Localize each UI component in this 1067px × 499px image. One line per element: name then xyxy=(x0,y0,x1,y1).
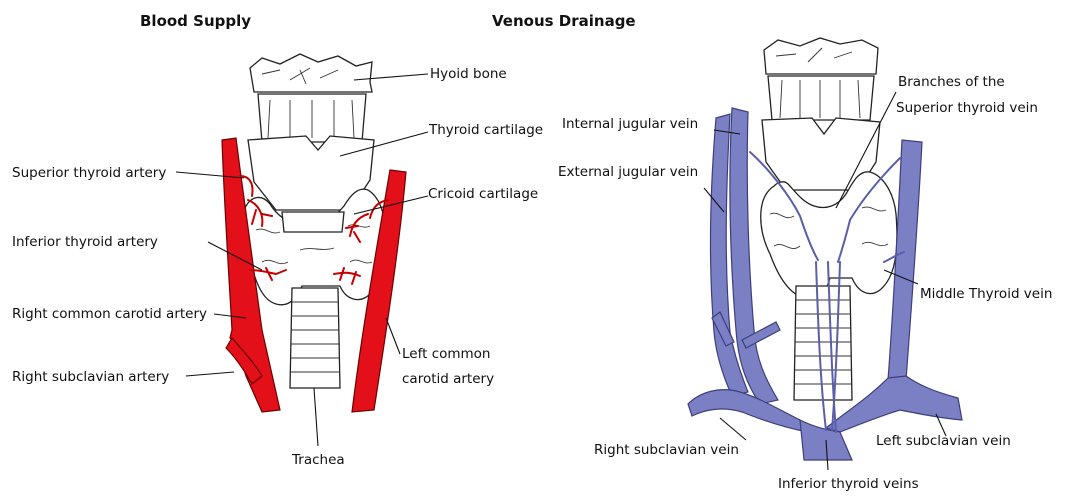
label-middle-thyroid-vein: Middle Thyroid vein xyxy=(920,286,1052,302)
label-right-common-carotid-artery: Right common carotid artery xyxy=(12,306,207,322)
label-trachea: Trachea xyxy=(291,452,345,468)
label-hyoid-bone: Hyoid bone xyxy=(430,66,507,82)
trachea-right xyxy=(794,286,852,400)
label-right-subclavian-vein: Right subclavian vein xyxy=(594,442,739,458)
label-branches-line2: Superior thyroid vein xyxy=(896,100,1038,116)
label-branches-line1: Branches of the xyxy=(898,74,1005,90)
label-internal-jugular-vein: Internal jugular vein xyxy=(562,116,698,132)
label-superior-thyroid-artery: Superior thyroid artery xyxy=(12,165,166,181)
cricoid-cartilage xyxy=(282,212,344,232)
right-subclavian-vein xyxy=(688,390,808,432)
label-external-jugular-vein: External jugular vein xyxy=(558,164,698,180)
label-left-common-carotid-artery-line1: Left common xyxy=(402,346,491,362)
label-right-subclavian-artery: Right subclavian artery xyxy=(12,369,169,385)
hyoid-bone-right xyxy=(764,38,878,74)
label-inferior-thyroid-artery: Inferior thyroid artery xyxy=(12,234,158,250)
label-cricoid-cartilage: Cricoid cartilage xyxy=(428,186,538,202)
blood-supply-diagram: Hyoid bone Thyroid cartilage Superior th… xyxy=(12,54,543,468)
label-left-subclavian-vein: Left subclavian vein xyxy=(876,433,1011,449)
trachea xyxy=(290,288,340,388)
label-thyroid-cartilage: Thyroid cartilage xyxy=(428,122,543,138)
label-inferior-thyroid-veins: Inferior thyroid veins xyxy=(778,476,919,492)
venous-drainage-title: Venous Drainage xyxy=(492,12,636,30)
blood-supply-title: Blood Supply xyxy=(140,12,251,30)
venous-drainage-diagram: Branches of the Superior thyroid vein In… xyxy=(558,38,1052,492)
label-left-common-carotid-artery-line2: carotid artery xyxy=(402,371,494,387)
